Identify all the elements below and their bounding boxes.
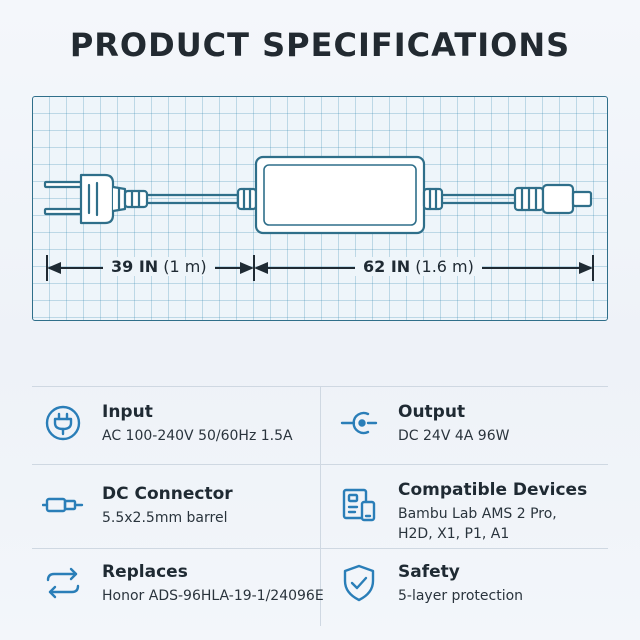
spec-grid: Input AC 100-240V 50/60Hz 1.5A Output DC… bbox=[32, 386, 608, 626]
spec-compatible-devices-heading: Compatible Devices bbox=[398, 480, 588, 500]
plug-prongs bbox=[43, 180, 83, 216]
spec-replaces-heading: Replaces bbox=[102, 562, 188, 582]
spec-output-value: DC 24V 4A 96W bbox=[398, 428, 510, 444]
spec-dc-connector-value: 5.5x2.5mm barrel bbox=[102, 510, 228, 526]
compatible-devices-line-2: H2D, X1, P1, A1 bbox=[398, 526, 510, 542]
spec-replaces-value: Honor ADS-96HLA-19-1/24096E bbox=[102, 588, 324, 604]
spec-column-divider bbox=[320, 386, 321, 626]
spec-safety-value: 5-layer protection bbox=[398, 588, 524, 604]
dc-connector-icon bbox=[41, 484, 84, 526]
compatible-devices-line-1: Bambu Lab AMS 2 Pro, bbox=[398, 506, 557, 522]
right-length-metric: (1.6 m) bbox=[415, 257, 474, 276]
spec-safety-heading: Safety bbox=[398, 562, 460, 582]
cable-diagram: 39 IN (1 m) 62 IN (1.6 m) bbox=[32, 96, 608, 321]
right-length-imperial: 62 IN bbox=[363, 257, 411, 276]
cable-drawing bbox=[43, 155, 594, 281]
shield-check-icon bbox=[338, 562, 380, 604]
plug-icon bbox=[42, 402, 84, 444]
spec-input-value: AC 100-240V 50/60Hz 1.5A bbox=[102, 428, 293, 444]
left-length-metric: (1 m) bbox=[163, 257, 207, 276]
right-cable-length: 62 IN (1.6 m) bbox=[355, 257, 482, 276]
left-length-imperial: 39 IN bbox=[111, 257, 159, 276]
spec-output-heading: Output bbox=[398, 402, 466, 422]
swap-arrows-icon bbox=[42, 562, 84, 604]
dc-output-icon bbox=[338, 402, 380, 444]
spec-dc-connector-heading: DC Connector bbox=[102, 484, 233, 504]
devices-icon bbox=[338, 484, 380, 526]
page-title: PRODUCT SPECIFICATIONS bbox=[69, 26, 571, 64]
spec-compatible-devices-value: Bambu Lab AMS 2 Pro, H2D, X1, P1, A1 bbox=[398, 504, 557, 544]
left-cable-length: 39 IN (1 m) bbox=[103, 257, 215, 276]
spec-input-heading: Input bbox=[102, 402, 153, 422]
